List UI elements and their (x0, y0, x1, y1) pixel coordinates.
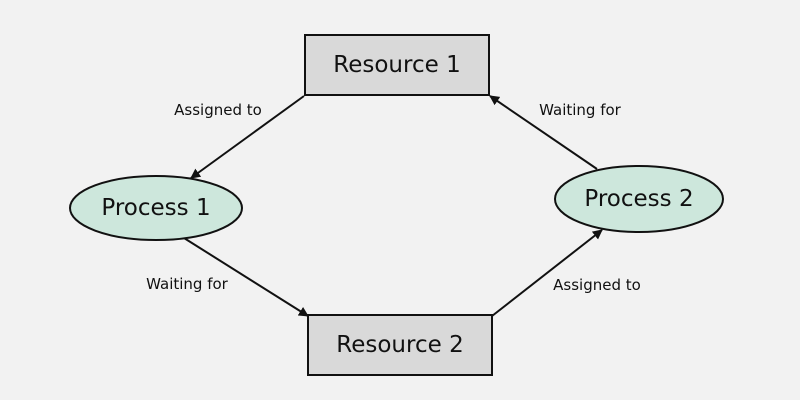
process-ellipse (69, 175, 243, 241)
resource-box (304, 34, 490, 96)
node-process-2: Process 2 (554, 165, 724, 233)
arrow-line (190, 95, 305, 179)
edge-process2-to-resource1: Waiting for (489, 95, 622, 170)
edge-resource1-to-process1: Assigned to (174, 95, 305, 179)
edge-label-assigned-to-2: Assigned to (553, 276, 641, 294)
process-2-label: Process 2 (584, 186, 693, 212)
edge-label-waiting-for-1: Waiting for (146, 275, 229, 293)
process-ellipse (554, 165, 724, 233)
node-resource-1: Resource 1 (304, 34, 490, 96)
process-1-label: Process 1 (101, 195, 210, 221)
edge-label-waiting-for-2: Waiting for (539, 101, 622, 119)
node-resource-2: Resource 2 (307, 314, 493, 376)
edge-label-assigned-to-1: Assigned to (174, 101, 262, 119)
arrow-line (491, 229, 603, 317)
edge-process1-to-resource2: Waiting for (146, 237, 309, 317)
resource-1-label: Resource 1 (333, 52, 460, 78)
resource-box (307, 314, 493, 376)
arrow-line (183, 237, 309, 317)
resource-2-label: Resource 2 (336, 332, 463, 358)
edge-resource2-to-process2: Assigned to (491, 229, 641, 317)
node-process-1: Process 1 (69, 175, 243, 241)
arrow-line (489, 95, 598, 170)
